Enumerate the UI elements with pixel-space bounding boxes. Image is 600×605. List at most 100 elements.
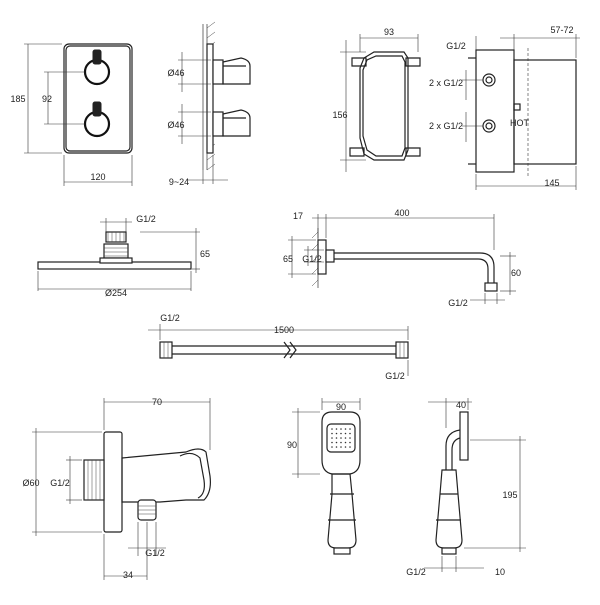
outlet-holder-body — [121, 448, 211, 503]
nozzle-dot — [349, 432, 351, 435]
nozzle-dot — [331, 437, 333, 439]
holder-width-label: 40 — [456, 400, 466, 410]
box-outline — [359, 51, 409, 161]
hose-length-label: 1500 — [274, 325, 294, 335]
dim-box-depth-range: 57-72 — [500, 25, 580, 58]
valve-side-view: Ø46 Ø46 9~24 — [167, 21, 251, 187]
valve-plate-side — [206, 43, 214, 154]
box-thread-low-label: 2 x G1/2 — [429, 121, 463, 131]
dim-arm-length: 17 400 — [293, 208, 495, 250]
hand-shower-thread — [333, 547, 351, 555]
holder-height-label: 195 — [502, 490, 517, 500]
nozzle-dot — [340, 432, 342, 435]
box-depth-label: 145 — [544, 178, 559, 188]
arm-thread-right-label: G1/2 — [448, 298, 468, 308]
holder-offset-label: 10 — [495, 567, 505, 577]
nozzle-dot — [331, 446, 333, 448]
nozzle-dot — [335, 428, 338, 430]
nozzle-dot — [340, 441, 342, 444]
box-body — [475, 49, 515, 173]
valve-spacing-label: 92 — [42, 94, 52, 104]
valve-plate-inner — [65, 45, 131, 152]
dim-holder-thread: G1/2 10 — [406, 556, 505, 577]
head-thread-label: G1/2 — [136, 214, 156, 224]
valve-front-view: 185 92 120 — [10, 43, 133, 186]
holder-arm-outer — [445, 429, 461, 470]
arm-outlet — [484, 282, 498, 292]
nozzle-dot — [340, 437, 342, 439]
upper-diameter-label: Ø46 — [167, 68, 184, 78]
arm-pipe-bottom — [334, 258, 489, 284]
dim-outlet-diameter: Ø60 — [22, 428, 102, 536]
dim-valve-height: 185 — [10, 43, 62, 154]
dim-side-diameters: Ø46 Ø46 — [167, 52, 211, 144]
lower-diameter-label: Ø46 — [167, 120, 184, 130]
arm-offset-label: 17 — [293, 211, 303, 221]
box-height-label: 156 — [332, 110, 347, 120]
dim-outlet-thread-in: G1/2 — [50, 456, 82, 504]
arm-height-label: 65 — [283, 254, 293, 264]
nozzle-grid — [331, 428, 351, 448]
dim-hose-thread-left: G1/2 — [159, 313, 180, 340]
nozzle-dot — [331, 432, 333, 435]
holder-handle — [435, 469, 463, 549]
valve-handle-side-upper — [212, 57, 251, 85]
dim-box-thread-mid: 2 x G1/2 — [429, 70, 483, 100]
nozzle-dot — [349, 437, 351, 439]
hose-nut-left — [159, 341, 173, 359]
hand-shower-view: 90 90 — [287, 398, 361, 555]
dim-head-thread: G1/2 — [100, 214, 156, 232]
dim-hose-thread-right: G1/2 — [385, 360, 409, 381]
hand-width-label: 90 — [336, 402, 346, 412]
hand-shower-handle — [327, 473, 357, 549]
nozzle-dot — [335, 432, 338, 435]
outlet-length-label: 70 — [152, 397, 162, 407]
dim-hand-width: 90 — [321, 398, 361, 412]
box-thread-mid-label: 2 x G1/2 — [429, 78, 463, 88]
outlet-flange — [103, 431, 123, 533]
arm-drop-label: 60 — [511, 268, 521, 278]
hose-thread-left-label: G1/2 — [160, 313, 180, 323]
nozzle-dot — [335, 446, 338, 448]
holder-thread — [441, 547, 457, 555]
nozzle-dot — [335, 437, 338, 439]
holder-wall-plate — [459, 411, 469, 461]
dim-arm-drop: 60 — [500, 252, 521, 295]
valve-handle-side-lower — [212, 109, 251, 137]
hose-view: G1/2 1500 G1/2 — [148, 313, 409, 381]
dim-valve-width: 120 — [63, 155, 133, 186]
box-cover — [513, 59, 577, 165]
valve-height-label: 185 — [10, 94, 25, 104]
head-diameter-label: Ø254 — [105, 288, 127, 298]
nozzle-dot — [331, 428, 333, 430]
dim-holder-width: 40 — [428, 398, 472, 428]
shower-arm-view: 17 400 65 G1/2 60 G1/2 — [283, 208, 521, 308]
head-height-label: 65 — [200, 249, 210, 259]
nozzle-dot — [344, 432, 347, 435]
dim-valve-spacing: 92 — [42, 71, 85, 125]
dim-outlet-length: 70 — [103, 397, 211, 450]
holder-arm-inner — [451, 437, 461, 470]
shower-head-view: G1/2 65 Ø254 — [37, 214, 210, 298]
valve-knob-lower — [83, 101, 111, 138]
dim-box-thread-low: 2 x G1/2 — [429, 112, 483, 142]
port-lower — [482, 119, 496, 133]
hot-label: HOT — [510, 118, 530, 128]
box-width-label: 93 — [384, 27, 394, 37]
nozzle-dot — [344, 441, 347, 444]
box-thread-top-label: G1/2 — [446, 41, 466, 51]
box-front-view: 93 156 — [332, 27, 421, 172]
dim-box-width: 93 — [359, 27, 419, 52]
nozzle-dot — [331, 441, 333, 444]
outlet-thread-out-label: G1/2 — [145, 548, 165, 558]
outlet-thread-in — [83, 459, 105, 501]
arm-pipe-top — [334, 252, 495, 284]
arm-length-label: 400 — [394, 208, 409, 218]
hand-shower-head — [321, 411, 361, 475]
dim-side-depth: 9~24 — [169, 155, 228, 187]
nozzle-dot — [349, 446, 351, 448]
dim-arm-thread-right: G1/2 — [448, 293, 505, 308]
nozzle-dot — [344, 437, 347, 439]
